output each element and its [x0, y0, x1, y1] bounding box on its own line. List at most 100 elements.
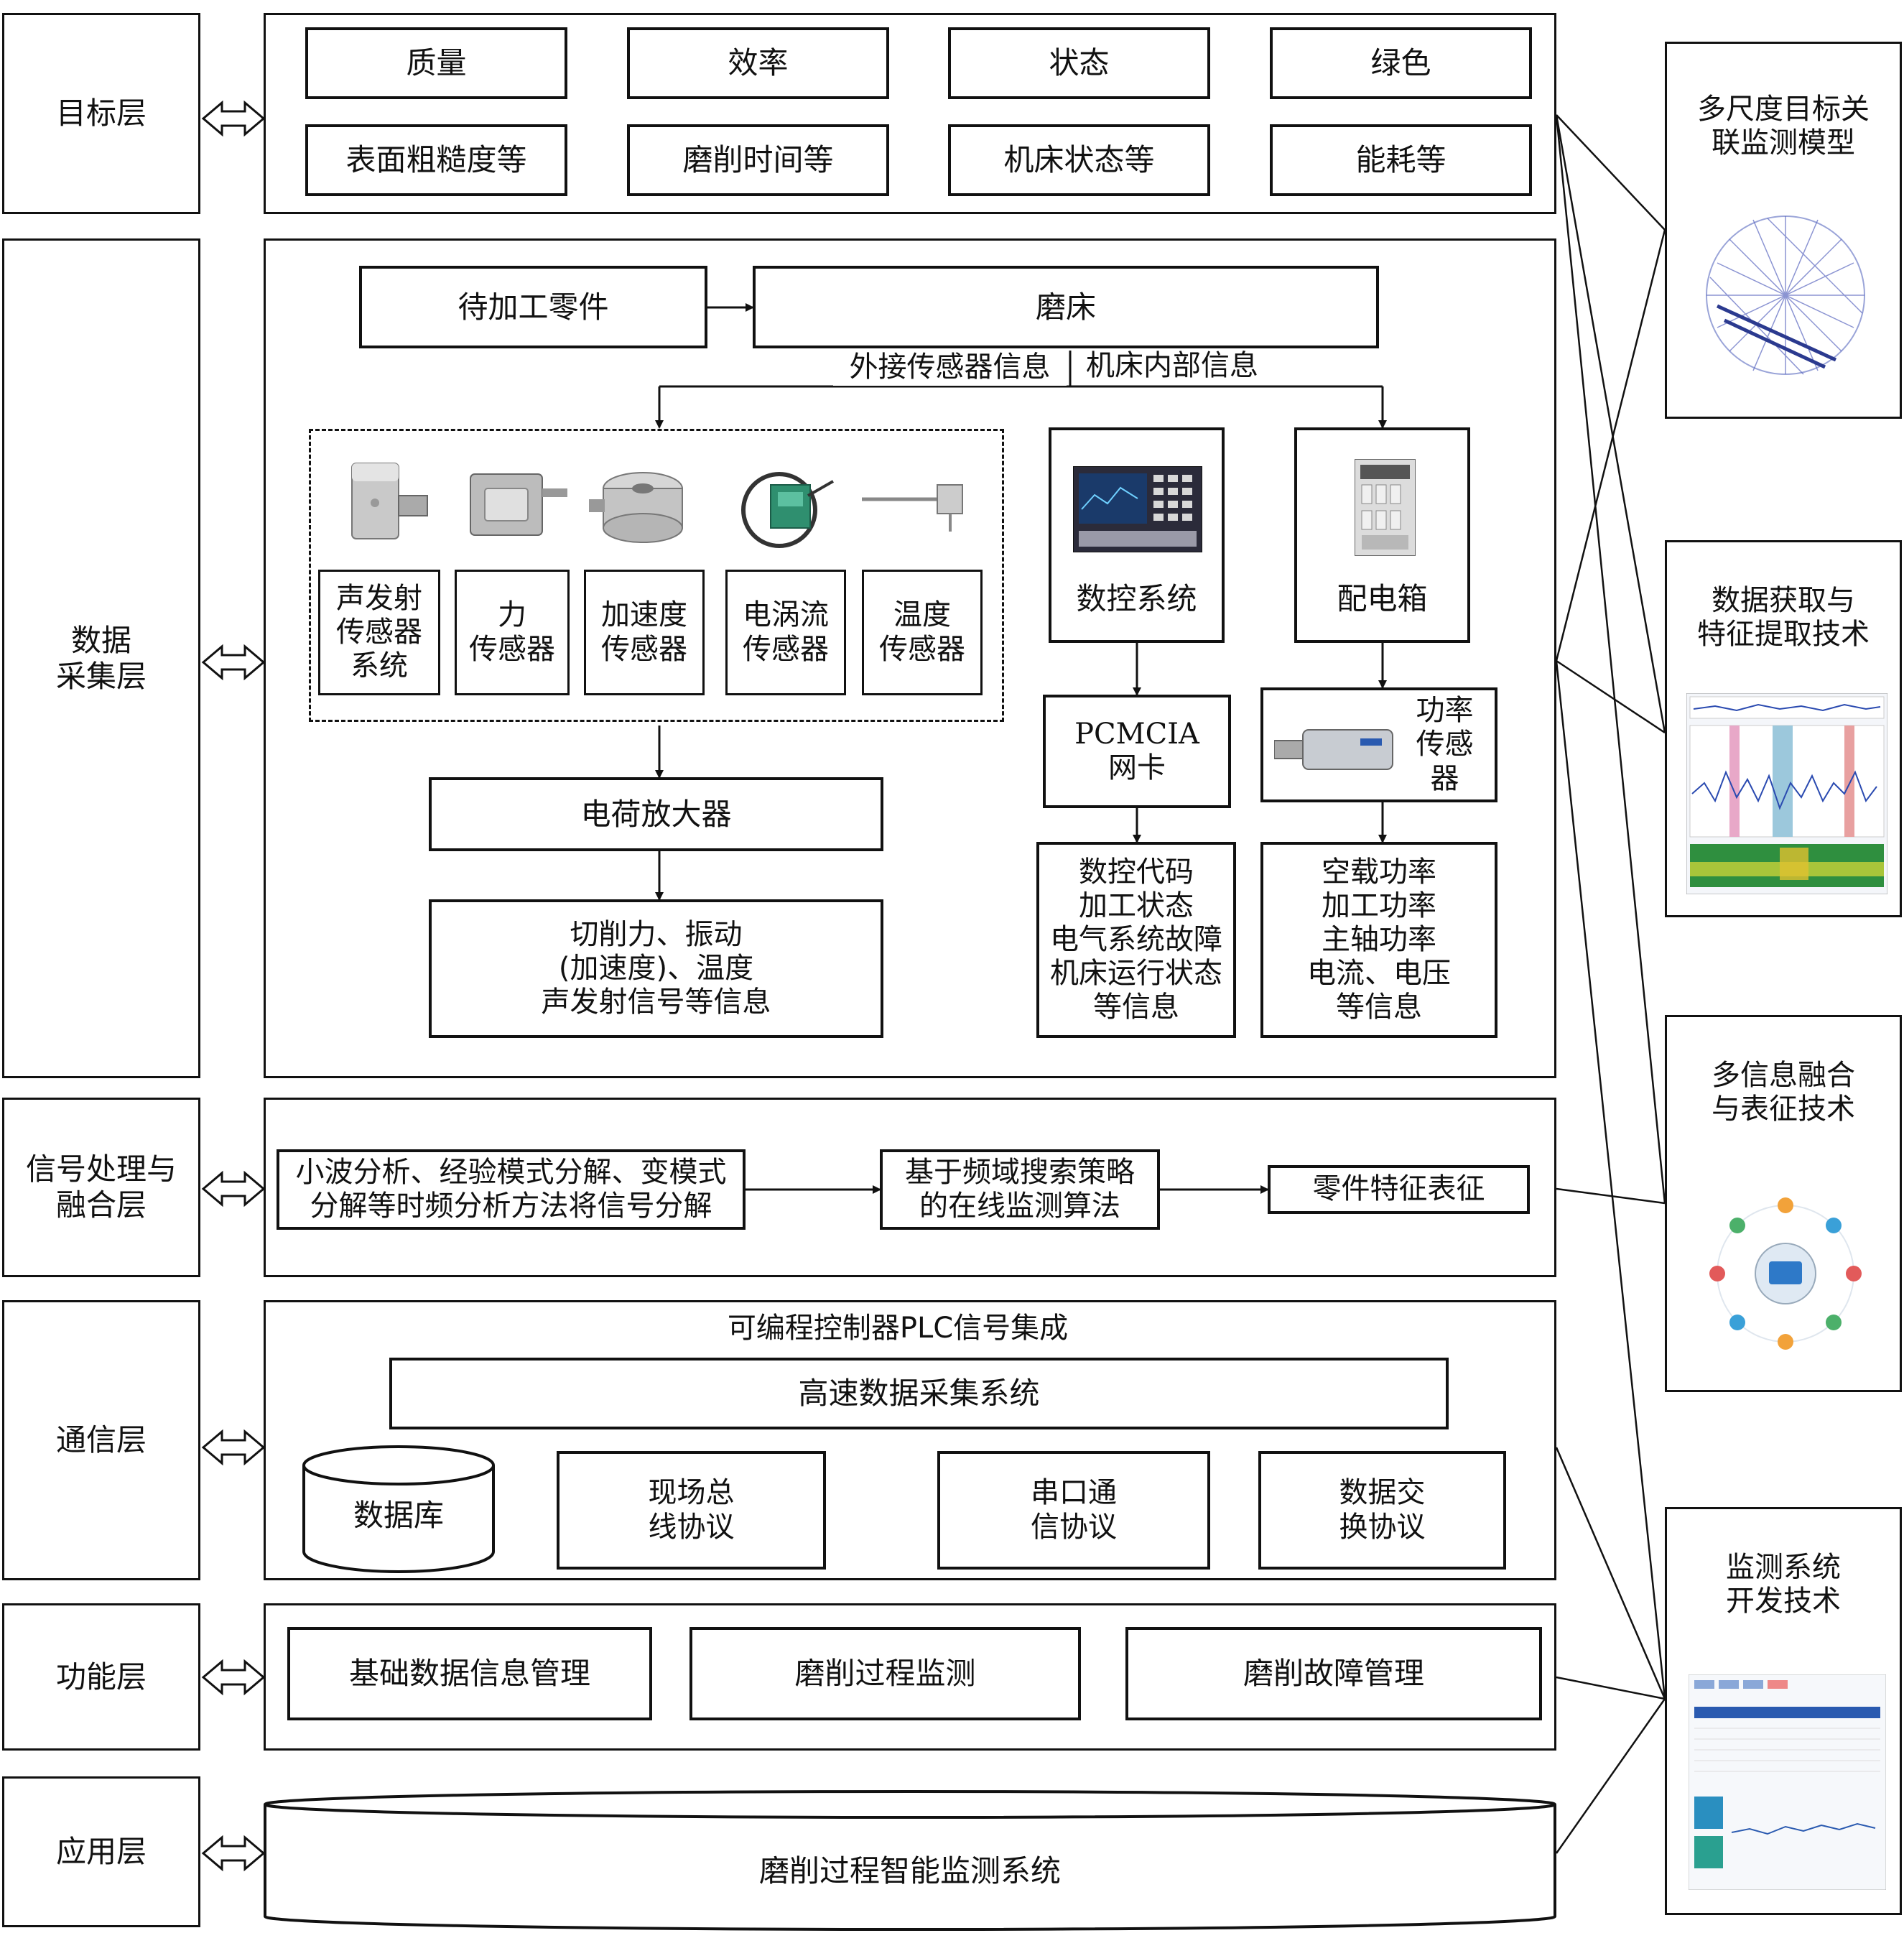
power-sensor-icon [1274, 729, 1393, 770]
tech-panel-acquisition-title: 数据获取与 特征提取技术 [1697, 583, 1870, 651]
layer-label-app: 应用层 [2, 1776, 200, 1927]
eddy-current-sensor-icon [741, 472, 834, 548]
tech-panel-fusion-title: 多信息融合 与表征技术 [1712, 1058, 1855, 1126]
cnc-box: 数控系统 [1049, 427, 1225, 643]
goal-grinding-time-box: 磨削时间等 [627, 124, 889, 196]
layer-goal-text: 目标层 [55, 96, 147, 131]
exchange: 数据交 换协议 [1339, 1476, 1426, 1544]
func-fault: 磨削故障管理 [1243, 1656, 1424, 1692]
sensor-group [309, 429, 1004, 722]
charge-amp: 电荷放大器 [580, 796, 732, 832]
force-sensor-icon [470, 473, 567, 536]
grinder-box: 磨床 [753, 266, 1379, 348]
layer-app-text: 应用层 [55, 1834, 147, 1870]
workpiece-box: 待加工零件 [359, 266, 707, 348]
goal-green: 绿色 [1370, 45, 1431, 81]
chord-diagram-icon [1706, 215, 1865, 375]
layer-label-comm: 通信层 [2, 1300, 200, 1580]
sensor-eddy-box: 电涡流 传感器 [725, 570, 846, 695]
layer-label-signal: 信号处理与 融合层 [2, 1098, 200, 1277]
power-sensor-box: 功率 传感 器 [1260, 687, 1497, 802]
goal-machine-state: 机床状态等 [1003, 142, 1155, 178]
app-cylinder [264, 1790, 1556, 1931]
power-output-box: 空载功率 加工功率 主轴功率 电流、电压 等信息 [1260, 842, 1497, 1038]
cnc-output-box: 数控代码 加工状态 电气系统故障 机床运行状态 等信息 [1036, 842, 1236, 1038]
func-monitor-box: 磨削过程监测 [689, 1627, 1081, 1720]
goal-state: 状态 [1049, 45, 1110, 81]
layer-comm-text: 通信层 [55, 1422, 147, 1458]
double-arrow-icon [202, 1430, 265, 1465]
goal-energy-box: 能耗等 [1270, 124, 1532, 196]
goal-grinding-time: 磨削时间等 [682, 142, 834, 178]
data-layer-panel [264, 238, 1556, 1078]
func-monitor: 磨削过程监测 [794, 1656, 976, 1692]
pcmcia: PCMCIA 网卡 [1074, 717, 1199, 784]
cabinet-label: 配电箱 [1337, 581, 1428, 617]
goal-roughness-box: 表面粗糙度等 [305, 124, 567, 196]
double-arrow-icon [202, 101, 265, 136]
sensor-ae: 声发射 传感器 系统 [336, 581, 422, 683]
layer-data-text: 数据 采集层 [55, 622, 147, 694]
sensor-output-box: 切削力、振动 (加速度)、温度 声发射信号等信息 [429, 899, 883, 1038]
tech-panel-acquisition: 数据获取与 特征提取技术 [1665, 540, 1902, 917]
fusion-circle-icon [1709, 1197, 1862, 1350]
double-arrow-icon [202, 1836, 265, 1871]
power-sensor-label: 功率 传感 器 [1416, 694, 1474, 795]
goal-efficiency: 效率 [728, 45, 789, 81]
external-info-label: 外接传感器信息 [833, 350, 1067, 386]
cabinet-box: 配电箱 [1294, 427, 1470, 643]
sensor-temp-box: 温度 传感器 [862, 570, 983, 695]
signal-step1: 小波分析、经验模式分解、变模式 分解等时频分析方法将信号分解 [295, 1155, 727, 1223]
signal-layer-panel [264, 1098, 1556, 1277]
goal-quality: 质量 [406, 45, 467, 81]
exchange-box: 数据交 换协议 [1258, 1451, 1506, 1570]
pcmcia-box: PCMCIA 网卡 [1043, 695, 1231, 808]
sensor-output: 切削力、振动 (加速度)、温度 声发射信号等信息 [541, 917, 771, 1019]
workpiece: 待加工零件 [458, 289, 609, 325]
goal-energy: 能耗等 [1355, 142, 1446, 178]
signal-step3-box: 零件特征表征 [1268, 1165, 1530, 1214]
layer-label-data: 数据 采集层 [2, 238, 200, 1078]
sensor-force-box: 力 传感器 [455, 570, 570, 695]
tech-panel-system: 监测系统 开发技术 [1665, 1507, 1902, 1915]
goal-state-box: 状态 [948, 27, 1210, 99]
cnc-label: 数控系统 [1076, 581, 1197, 617]
charge-amp-box: 电荷放大器 [429, 777, 883, 851]
signal-step2: 基于频域搜索策略 的在线监测算法 [905, 1155, 1135, 1223]
double-arrow-icon [202, 1660, 265, 1695]
layer-label-func: 功能层 [2, 1603, 200, 1751]
sensor-temp: 温度 传感器 [879, 598, 965, 666]
cnc-output: 数控代码 加工状态 电气系统故障 机床运行状态 等信息 [1050, 855, 1222, 1024]
tech-panel-model-title: 多尺度目标关 联监测模型 [1697, 92, 1870, 159]
sensor-force: 力 传感器 [469, 598, 555, 666]
internal-info-label: 机床内部信息 [1075, 348, 1269, 384]
daq-box: 高速数据采集系统 [389, 1358, 1449, 1429]
fieldbus-box: 现场总 线协议 [557, 1451, 826, 1570]
grinder: 磨床 [1035, 289, 1096, 325]
func-basic-box: 基础数据信息管理 [287, 1627, 652, 1720]
accelerometer-icon [589, 472, 683, 543]
database-cylinder [302, 1445, 495, 1573]
acoustic-sensor-icon [351, 463, 428, 539]
sensor-ae-box: 声发射 传感器 系统 [318, 570, 440, 695]
temperature-sensor-icon [862, 484, 963, 532]
layer-label-goal: 目标层 [2, 13, 200, 214]
layer-func-text: 功能层 [55, 1659, 147, 1695]
app-label: 磨削过程智能监测系统 [758, 1853, 1061, 1889]
cnc-panel-icon [1073, 466, 1202, 552]
double-arrow-icon [202, 645, 265, 680]
daq: 高速数据采集系统 [798, 1376, 1040, 1411]
goal-quality-box: 质量 [305, 27, 567, 99]
database-label: 数据库 [353, 1498, 444, 1534]
goal-machine-state-box: 机床状态等 [948, 124, 1210, 196]
double-arrow-icon [202, 1172, 265, 1206]
dashboard-screenshot-icon [1689, 1674, 1886, 1890]
fieldbus: 现场总 线协议 [648, 1476, 735, 1544]
tech-panel-system-title: 监测系统 开发技术 [1726, 1550, 1841, 1618]
serial-box: 串口通 信协议 [937, 1451, 1210, 1570]
power-output: 空载功率 加工功率 主轴功率 电流、电压 等信息 [1307, 855, 1451, 1024]
func-fault-box: 磨削故障管理 [1125, 1627, 1542, 1720]
sensor-eddy: 电涡流 传感器 [743, 598, 829, 666]
plc-label: 可编程控制器PLC信号集成 [727, 1312, 1069, 1345]
